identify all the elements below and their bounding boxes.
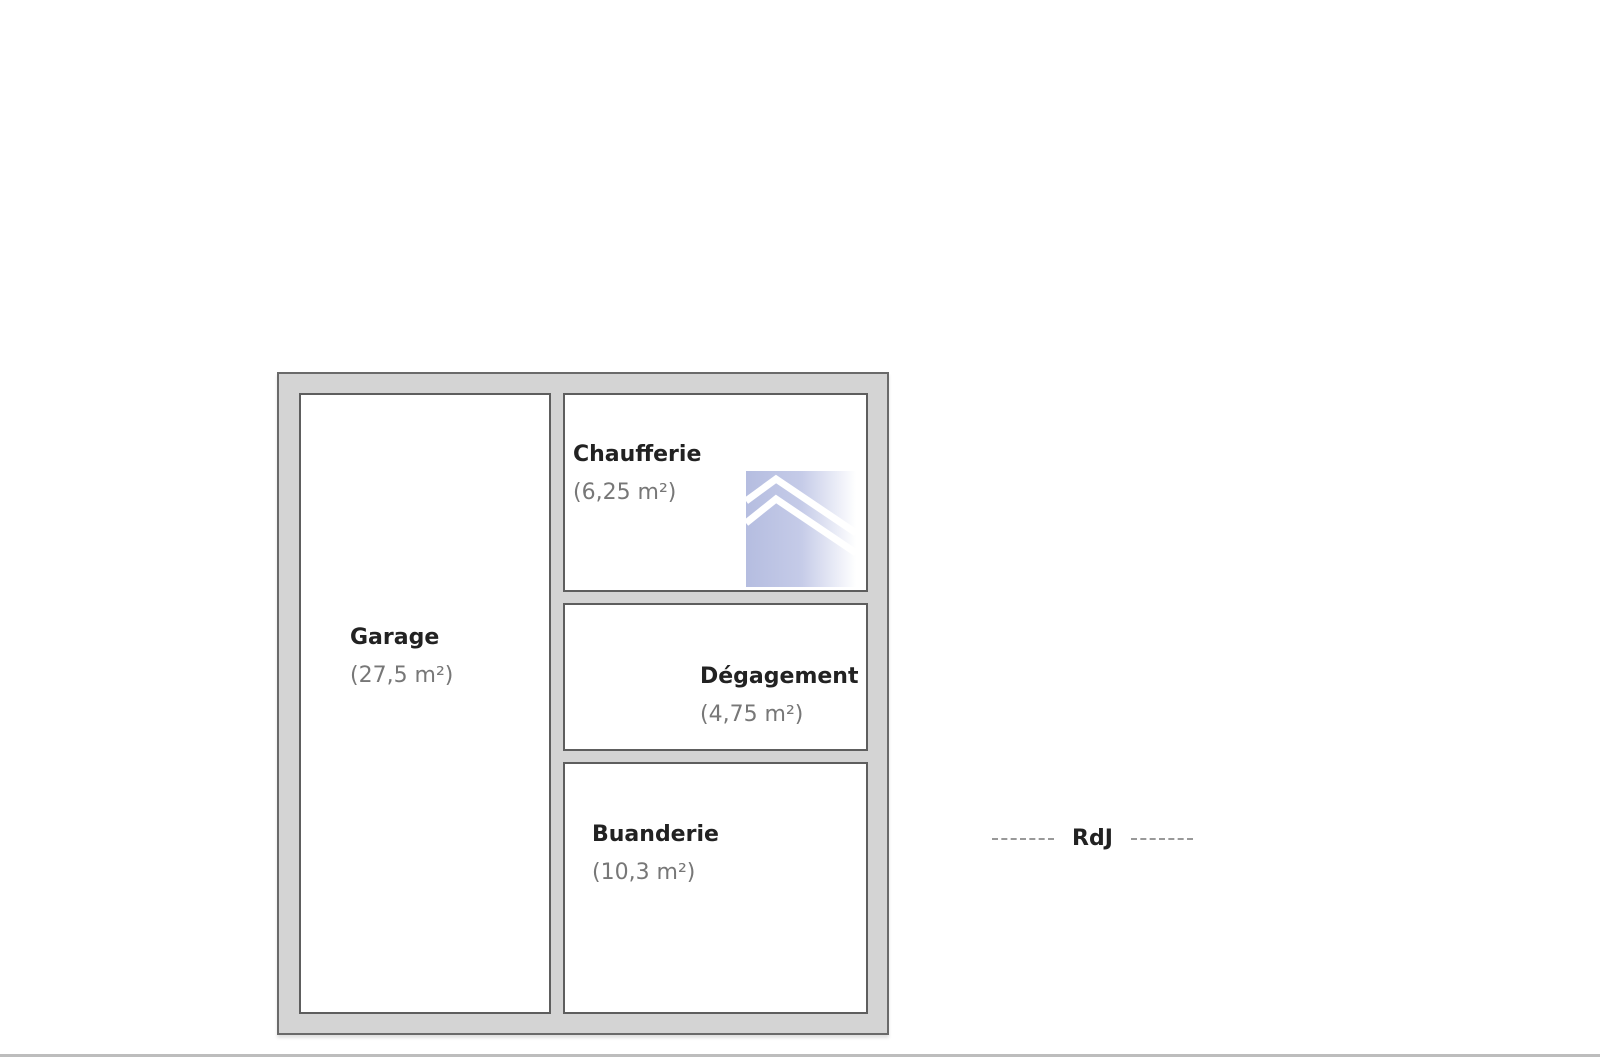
dash-line-left [992,837,1054,840]
room-name: Dégagement [700,664,859,689]
room-name: Chaufferie [573,442,702,467]
room-label-garage: Garage (27,5 m²) [350,619,453,695]
watermark-logo [743,471,858,587]
room-label-chaufferie: Chaufferie (6,25 m²) [573,436,701,512]
bottom-divider [0,1054,1600,1057]
room-buanderie [563,762,868,1014]
room-area: (6,25 m²) [573,480,677,505]
roof-chevron-icon [743,474,858,556]
room-name: Buanderie [592,822,719,847]
room-garage [299,393,551,1014]
dash-line-right [1130,837,1193,840]
room-area: (10,3 m²) [592,860,696,885]
room-label-degagement: Dégagement (4,75 m²) [700,658,858,734]
room-area: (4,75 m²) [700,702,804,727]
room-degagement [563,603,868,751]
level-label: RdJ [992,826,1193,851]
room-label-buanderie: Buanderie (10,3 m²) [592,816,719,892]
room-name: Garage [350,625,440,650]
level-name: RdJ [1072,826,1113,851]
room-area: (27,5 m²) [350,663,454,688]
